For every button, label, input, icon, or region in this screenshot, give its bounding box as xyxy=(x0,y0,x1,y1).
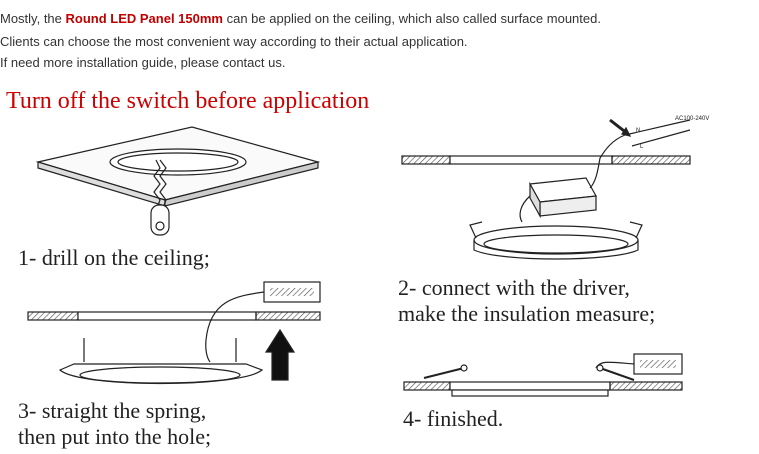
diagram-finished xyxy=(403,353,683,397)
intro-line-3: If need more installation guide, please … xyxy=(0,55,286,70)
product-name: Round LED Panel 150mm xyxy=(65,11,223,26)
step-3-label-line-2: then put into the hole; xyxy=(18,424,212,449)
diagram-insert-panel xyxy=(27,281,321,385)
step-4-label: 4- finished. xyxy=(403,406,504,431)
intro-line-1: Mostly, the Round LED Panel 150mm can be… xyxy=(0,11,601,26)
intro-line-2: Clients can choose the most convenient w… xyxy=(0,34,468,49)
voltage-label: AC100-240V xyxy=(675,116,709,122)
step-2-label-line-1: 2- connect with the driver, xyxy=(398,275,630,300)
neutral-label: N xyxy=(636,128,640,134)
diagram-drill-ceiling xyxy=(35,126,321,236)
step-3-label-line-1: 3- straight the spring, xyxy=(18,398,207,423)
diagram-connect-driver xyxy=(401,118,691,260)
warning-heading: Turn off the switch before application xyxy=(6,88,370,114)
live-label: L xyxy=(640,144,644,150)
step-2-label-line-2: make the insulation measure; xyxy=(398,301,656,326)
step-1-label: 1- drill on the ceiling; xyxy=(18,245,210,270)
